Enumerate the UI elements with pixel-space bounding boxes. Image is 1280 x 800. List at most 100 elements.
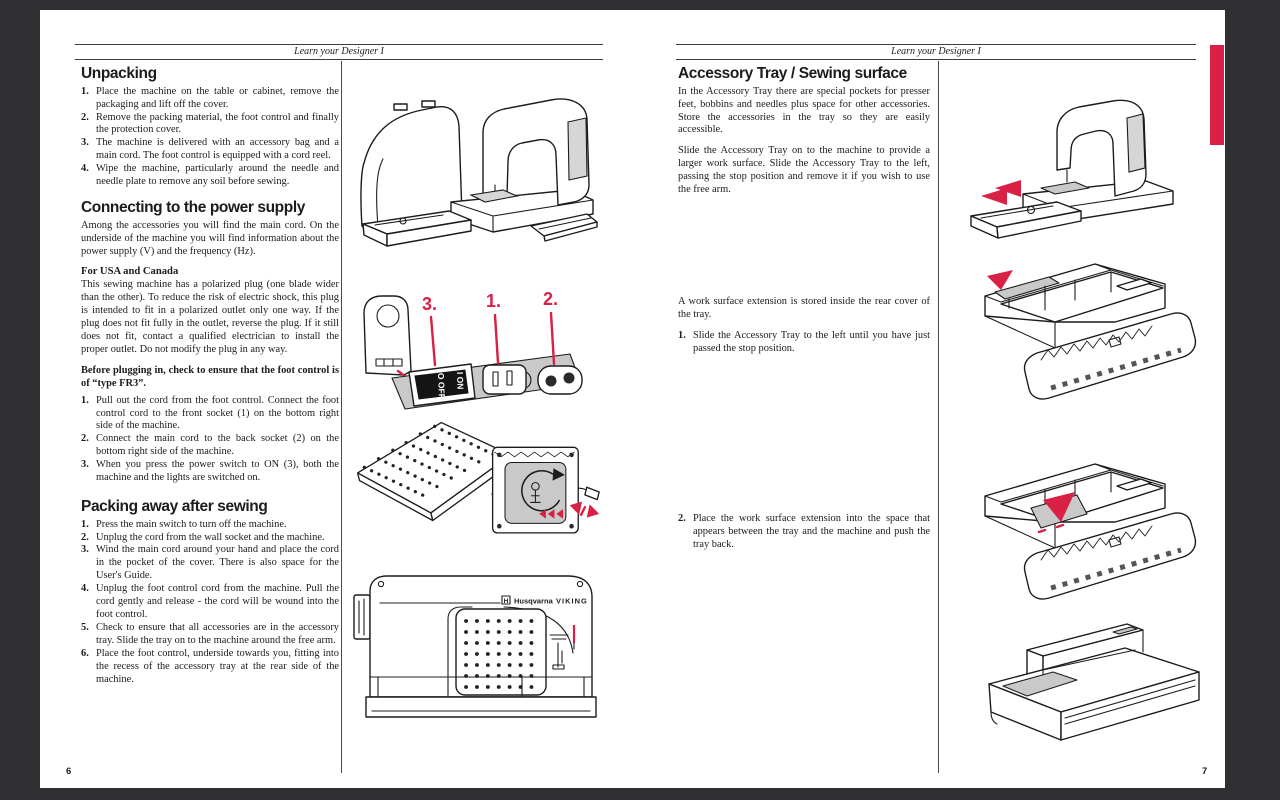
switch-on-label: I ON bbox=[455, 372, 466, 390]
step-text: Place the work surface extension into th… bbox=[693, 513, 930, 550]
step-number: 1. bbox=[81, 394, 89, 406]
step-item: 6.Place the foot control, underside towa… bbox=[81, 648, 339, 687]
step-item: 1.Press the main switch to turn off the … bbox=[81, 519, 339, 532]
step-text: When you press the power switch to ON (3… bbox=[96, 459, 339, 484]
sewing-machine-icon bbox=[450, 98, 594, 233]
step-number: 2. bbox=[81, 433, 89, 445]
tray-open-illustration-2 bbox=[984, 463, 1197, 600]
step-item: 2.Connect the main cord to the back sock… bbox=[81, 433, 339, 459]
step-text: Wind the main cord around your hand and … bbox=[96, 544, 339, 582]
step-text: The machine is delivered with an accesso… bbox=[96, 137, 339, 162]
section-title-accessory-tray: Accessory Tray / Sewing surface bbox=[678, 65, 907, 82]
work-surface-extension bbox=[994, 276, 1060, 300]
machine-rear-illustration: H Husqvarna VIKING bbox=[353, 575, 597, 718]
step-number: 1. bbox=[81, 518, 89, 530]
power-switch: I ON O OFF bbox=[408, 363, 476, 407]
callout-3: 3. bbox=[422, 294, 437, 314]
step-item: 4. Wipe the machine, particularly around … bbox=[81, 163, 339, 189]
fold-down-cover bbox=[1023, 312, 1197, 400]
foot-control-icon bbox=[530, 213, 598, 242]
step-item: 2.Unplug the cord from the wall socket a… bbox=[81, 532, 339, 545]
step-text: Remove the packing material, the foot co… bbox=[96, 111, 339, 136]
packing-steps: 1.Press the main switch to turn off the … bbox=[81, 519, 339, 687]
machine-corner-icon bbox=[363, 295, 412, 376]
power-steps: 1. Pull out the cord from the foot contro… bbox=[81, 395, 339, 485]
brand-logo-letter: H bbox=[504, 598, 509, 605]
unpacking-steps: 1.Place the machine on the table or cabi… bbox=[81, 86, 339, 189]
step-number: 3. bbox=[81, 544, 89, 556]
step-item: 3. When you press the power switch to ON … bbox=[81, 459, 339, 485]
unpacking-illustration bbox=[360, 98, 598, 247]
step-number: 2. bbox=[678, 513, 686, 524]
front-socket-icon bbox=[482, 364, 532, 395]
red-bookmark-tab bbox=[1210, 45, 1224, 145]
step-text: Pull out the cord from the foot control.… bbox=[96, 394, 339, 432]
step-item: 2. Place the work surface extension into … bbox=[678, 513, 930, 552]
manual-spread: Learn your Designer I Unpacking 1.Place … bbox=[40, 10, 1225, 788]
right-text-column-1: Accessory Tray / Sewing surface In the A… bbox=[678, 65, 930, 197]
red-chevrons-icon bbox=[539, 509, 564, 519]
figure-place-extension bbox=[965, 452, 1210, 647]
figure-tray-closed bbox=[975, 612, 1210, 762]
running-header-left-text: Learn your Designer I bbox=[294, 46, 384, 57]
slide-tray-illustration bbox=[970, 99, 1174, 239]
power-intro: Among the accessories you will find the … bbox=[81, 219, 339, 257]
red-pull-arrow-icon bbox=[569, 501, 600, 518]
step-text: Wipe the machine, particularly around th… bbox=[96, 163, 339, 188]
red-tick-marks bbox=[1037, 523, 1065, 534]
extension-steps-1: 1.Slide the Accessory Tray to the left u… bbox=[678, 330, 930, 356]
running-header-left: Learn your Designer I bbox=[75, 44, 603, 60]
step-item: 5. Check to ensure that all accessories a… bbox=[81, 622, 339, 648]
step-number: 5. bbox=[81, 621, 89, 633]
figure-foot-control bbox=[350, 412, 602, 552]
accessory-tray-icon bbox=[362, 210, 472, 247]
back-socket-icon bbox=[537, 365, 583, 395]
power-sockets-illustration: I ON O OFF 3. 1. 2. bbox=[363, 289, 583, 410]
right-text-column-2: A work surface extension is stored insid… bbox=[678, 296, 930, 358]
region-body: This sewing machine has a polarized plug… bbox=[81, 279, 339, 355]
step-item: 1.Place the machine on the table or cabi… bbox=[81, 86, 339, 112]
spiral-arrow-icon bbox=[521, 470, 560, 512]
step-number: 1. bbox=[678, 329, 686, 341]
figure-power-sockets: I ON O OFF 3. 1. 2. bbox=[352, 285, 592, 410]
brand-logo-icon: H bbox=[501, 595, 511, 605]
right-text-column-3: 2. Place the work surface extension into … bbox=[678, 512, 930, 554]
open-tray-icon bbox=[984, 263, 1197, 400]
callout-2: 2. bbox=[543, 289, 558, 309]
brand-series: VIKING bbox=[556, 597, 588, 606]
step-text: Unplug the foot control cord from the ma… bbox=[96, 583, 339, 621]
red-arrow-icon bbox=[987, 270, 1013, 290]
red-slide-arrow-icon bbox=[981, 180, 1021, 205]
step-number: 2. bbox=[81, 111, 89, 123]
running-header-right: Learn your Designer I bbox=[676, 44, 1196, 60]
region-heading: For USA and Canada bbox=[81, 266, 179, 278]
column-divider-left bbox=[341, 61, 342, 773]
step-number: 3. bbox=[81, 459, 89, 471]
cord-plug-icon bbox=[584, 486, 600, 501]
extension-intro: A work surface extension is stored insid… bbox=[678, 296, 930, 320]
step-item: 4. Unplug the foot control cord from the … bbox=[81, 583, 339, 622]
page-number-left: 6 bbox=[66, 766, 72, 777]
step-number: 4. bbox=[81, 163, 89, 175]
accessory-paragraph-1: In the Accessory Tray there are special … bbox=[678, 85, 930, 136]
closed-tray-icon bbox=[988, 623, 1200, 741]
step-item: 1.Slide the Accessory Tray to the left u… bbox=[678, 330, 930, 356]
section-title-power: Connecting to the power supply bbox=[81, 198, 305, 216]
step-text: Check to ensure that all accessories are… bbox=[96, 621, 339, 646]
step-number: 2. bbox=[81, 531, 89, 543]
base-slab bbox=[365, 696, 597, 718]
tray-open-illustration-1 bbox=[984, 263, 1197, 400]
step-number: 4. bbox=[81, 583, 89, 595]
step-item: 3.The machine is delivered with an acces… bbox=[81, 137, 339, 163]
step-item: 2. Remove the packing material, the foot … bbox=[81, 112, 339, 138]
figure-unpacking bbox=[345, 75, 600, 255]
fold-down-cover bbox=[1023, 512, 1197, 600]
step-item: 1. Pull out the cord from the foot contro… bbox=[81, 395, 339, 434]
step-text: Place the foot control, underside toward… bbox=[96, 647, 339, 685]
open-tray-icon bbox=[984, 463, 1197, 600]
carrying-cover-icon bbox=[360, 100, 463, 230]
running-header-right-text: Learn your Designer I bbox=[891, 46, 981, 57]
extension-steps-2: 2. Place the work surface extension into … bbox=[678, 513, 930, 552]
section-title-unpacking: Unpacking bbox=[81, 65, 157, 82]
foot-control-illustration bbox=[356, 421, 600, 534]
